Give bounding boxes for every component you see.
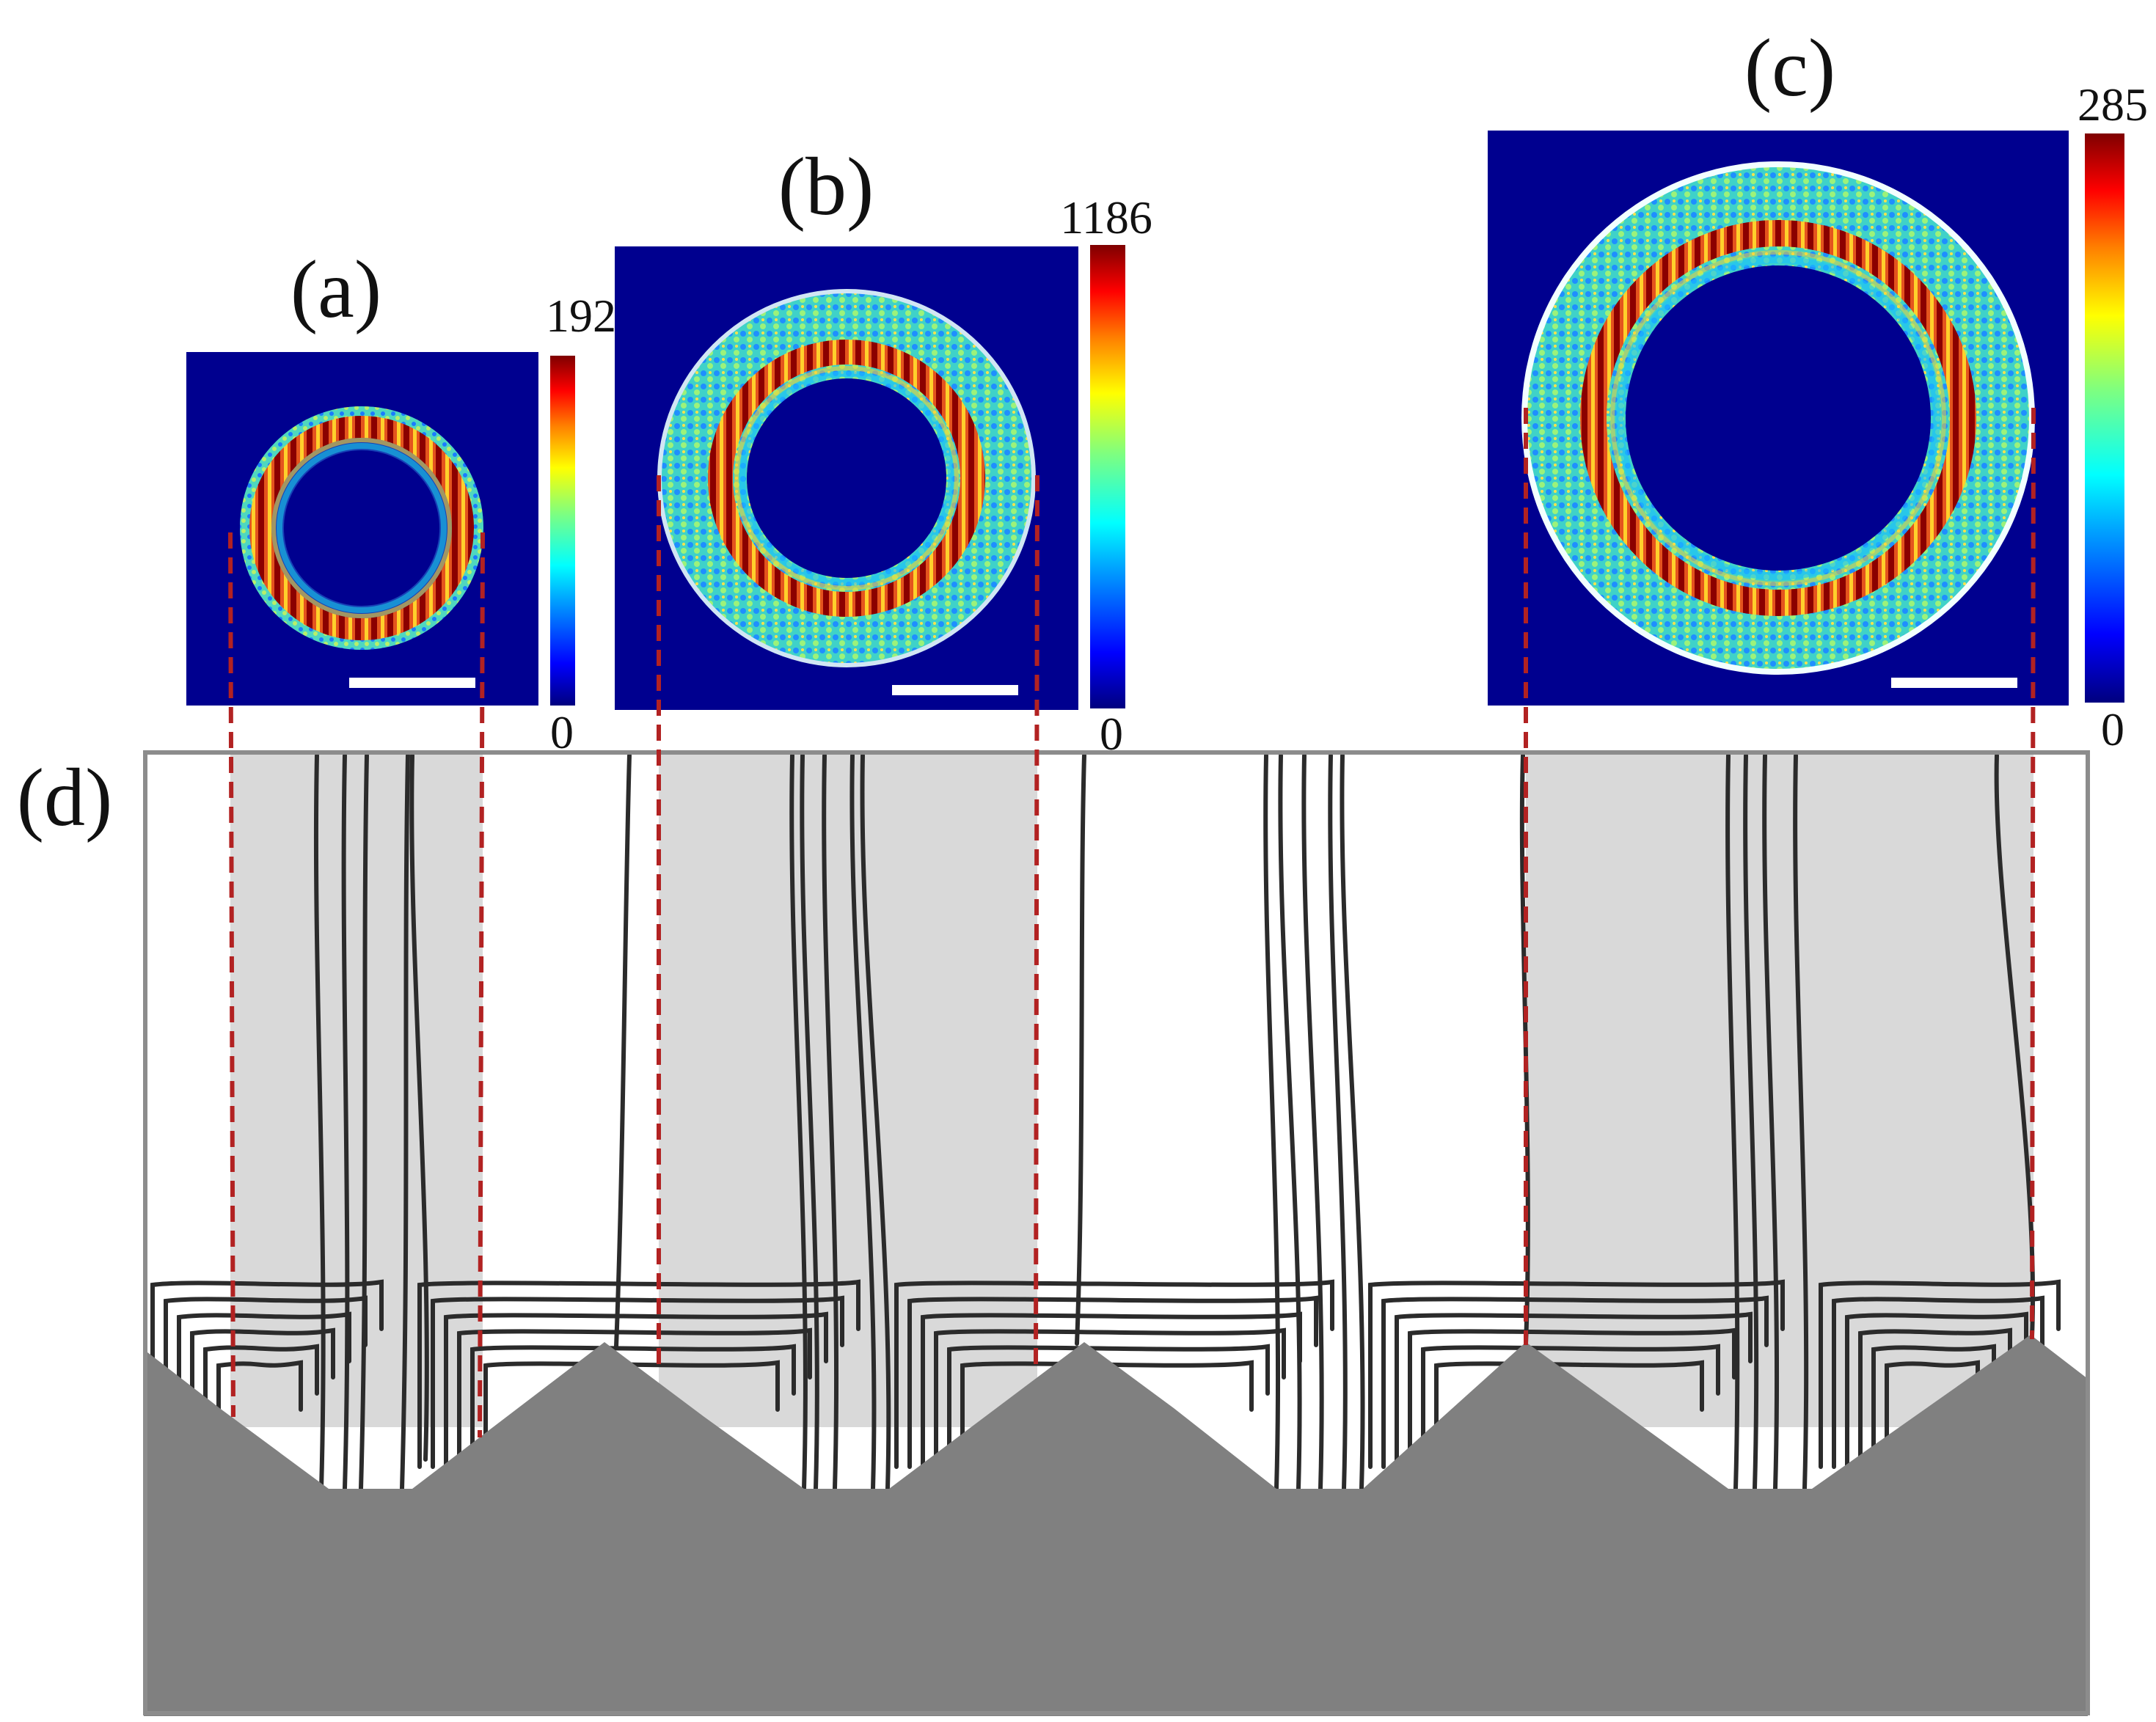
panel-c-colorbar-max: 285 bbox=[2078, 78, 2148, 131]
panel-a-scale-bar bbox=[349, 678, 475, 688]
panel-b: (b) 1186 0 bbox=[615, 142, 1152, 760]
streamline-vertical bbox=[1762, 753, 1780, 1491]
streamline-vertical bbox=[800, 753, 819, 1491]
streamline-vertical bbox=[1340, 753, 1365, 1491]
streamline-vertical bbox=[1328, 753, 1348, 1491]
streamline-vertical bbox=[1994, 753, 2036, 1338]
streamline-vertical bbox=[1793, 753, 1809, 1491]
streamline-bracket bbox=[947, 1344, 1270, 1469]
streamline-vertical bbox=[359, 753, 369, 1491]
streamline-bracket bbox=[1395, 1311, 1753, 1469]
streamline-bracket bbox=[894, 1279, 1334, 1469]
panel-c-colorbar-min: 0 bbox=[2101, 703, 2124, 755]
panel-a-colorbar-min: 0 bbox=[550, 706, 574, 758]
panel-a-letter: (a) bbox=[290, 244, 381, 335]
streamline-vertical bbox=[849, 753, 877, 1491]
panel-b-colorbar-max: 1186 bbox=[1060, 191, 1152, 243]
streamline-bracket bbox=[470, 1344, 796, 1469]
streamline-vertical bbox=[1743, 753, 1759, 1491]
panel-c-scale-bar bbox=[1891, 678, 2017, 688]
streamline-vertical bbox=[860, 753, 891, 1491]
streamline-vertical bbox=[1075, 753, 1086, 1346]
streamline-vertical bbox=[400, 753, 410, 1491]
streamline-vertical bbox=[789, 753, 808, 1491]
sawtooth-substrate bbox=[144, 1335, 2088, 1716]
panel-c-letter: (c) bbox=[1744, 23, 1835, 114]
streamline-bracket bbox=[164, 1295, 368, 1469]
streamline-bracket bbox=[431, 1295, 844, 1469]
streamline-bracket bbox=[934, 1327, 1286, 1469]
streamline-bracket bbox=[1408, 1327, 1736, 1469]
panel-c-ring bbox=[1521, 161, 2035, 675]
panel-b-letter: (b) bbox=[778, 142, 874, 232]
streamline-bracket bbox=[1421, 1344, 1720, 1469]
streamline-vertical bbox=[409, 753, 429, 1462]
panel-b-colorbar bbox=[1090, 245, 1125, 708]
panel-d: (d) bbox=[17, 407, 2090, 1716]
streamline-bracket bbox=[1871, 1344, 1996, 1469]
dashed-guide-a-left bbox=[228, 532, 235, 1418]
streamline-bracket bbox=[1832, 1295, 2044, 1469]
streamline-bracket bbox=[177, 1311, 351, 1469]
streamline-bracket bbox=[150, 1279, 384, 1469]
streamline-vertical bbox=[1301, 753, 1324, 1491]
panel-a-colorbar bbox=[550, 356, 575, 706]
streamline-bracket bbox=[1845, 1311, 2028, 1469]
streamline-vertical bbox=[614, 753, 632, 1349]
dashed-guides bbox=[228, 407, 2036, 1438]
streamline-vertical bbox=[1263, 753, 1281, 1491]
panel-c: (c) 285 0 bbox=[1488, 23, 2148, 755]
streamline-bracket bbox=[190, 1327, 335, 1469]
dashed-guide-b-right bbox=[1034, 475, 1039, 1374]
streamline-vertical bbox=[1278, 753, 1302, 1491]
streamline-bracket bbox=[1885, 1360, 1980, 1469]
panel-c-colorbar bbox=[2085, 133, 2124, 703]
panel-b-scale-bar bbox=[892, 685, 1018, 695]
streamline-bracket bbox=[1368, 1279, 1785, 1469]
streamline-bracket bbox=[1858, 1327, 2012, 1469]
streamline-bracket bbox=[216, 1360, 303, 1469]
panel-a-ring bbox=[240, 406, 483, 650]
streamline-bracket bbox=[1819, 1279, 2061, 1469]
streamline-bracket bbox=[921, 1311, 1302, 1469]
panel-d-letter: (d) bbox=[17, 752, 113, 843]
panel-a: (a) 1922 0 bbox=[186, 244, 640, 758]
panel-b-ring bbox=[657, 289, 1036, 667]
streamline-bracket bbox=[1381, 1295, 1769, 1469]
streamline-vertical bbox=[313, 753, 326, 1491]
streamline-bracket bbox=[444, 1311, 828, 1469]
dashed-guide-a-right bbox=[478, 532, 485, 1438]
streamlines bbox=[150, 753, 2061, 1491]
dashed-guide-c-right bbox=[2030, 407, 2036, 1340]
streamline-vertical bbox=[822, 753, 839, 1491]
streamline-vertical bbox=[341, 753, 350, 1491]
streamline-bracket bbox=[1434, 1360, 1704, 1469]
streamline-bracket bbox=[907, 1295, 1318, 1469]
panel-d-frame bbox=[143, 750, 2090, 1715]
streamline-vertical bbox=[1725, 753, 1740, 1491]
streamline-bracket bbox=[417, 1279, 860, 1469]
streamline-bracket bbox=[203, 1344, 319, 1469]
